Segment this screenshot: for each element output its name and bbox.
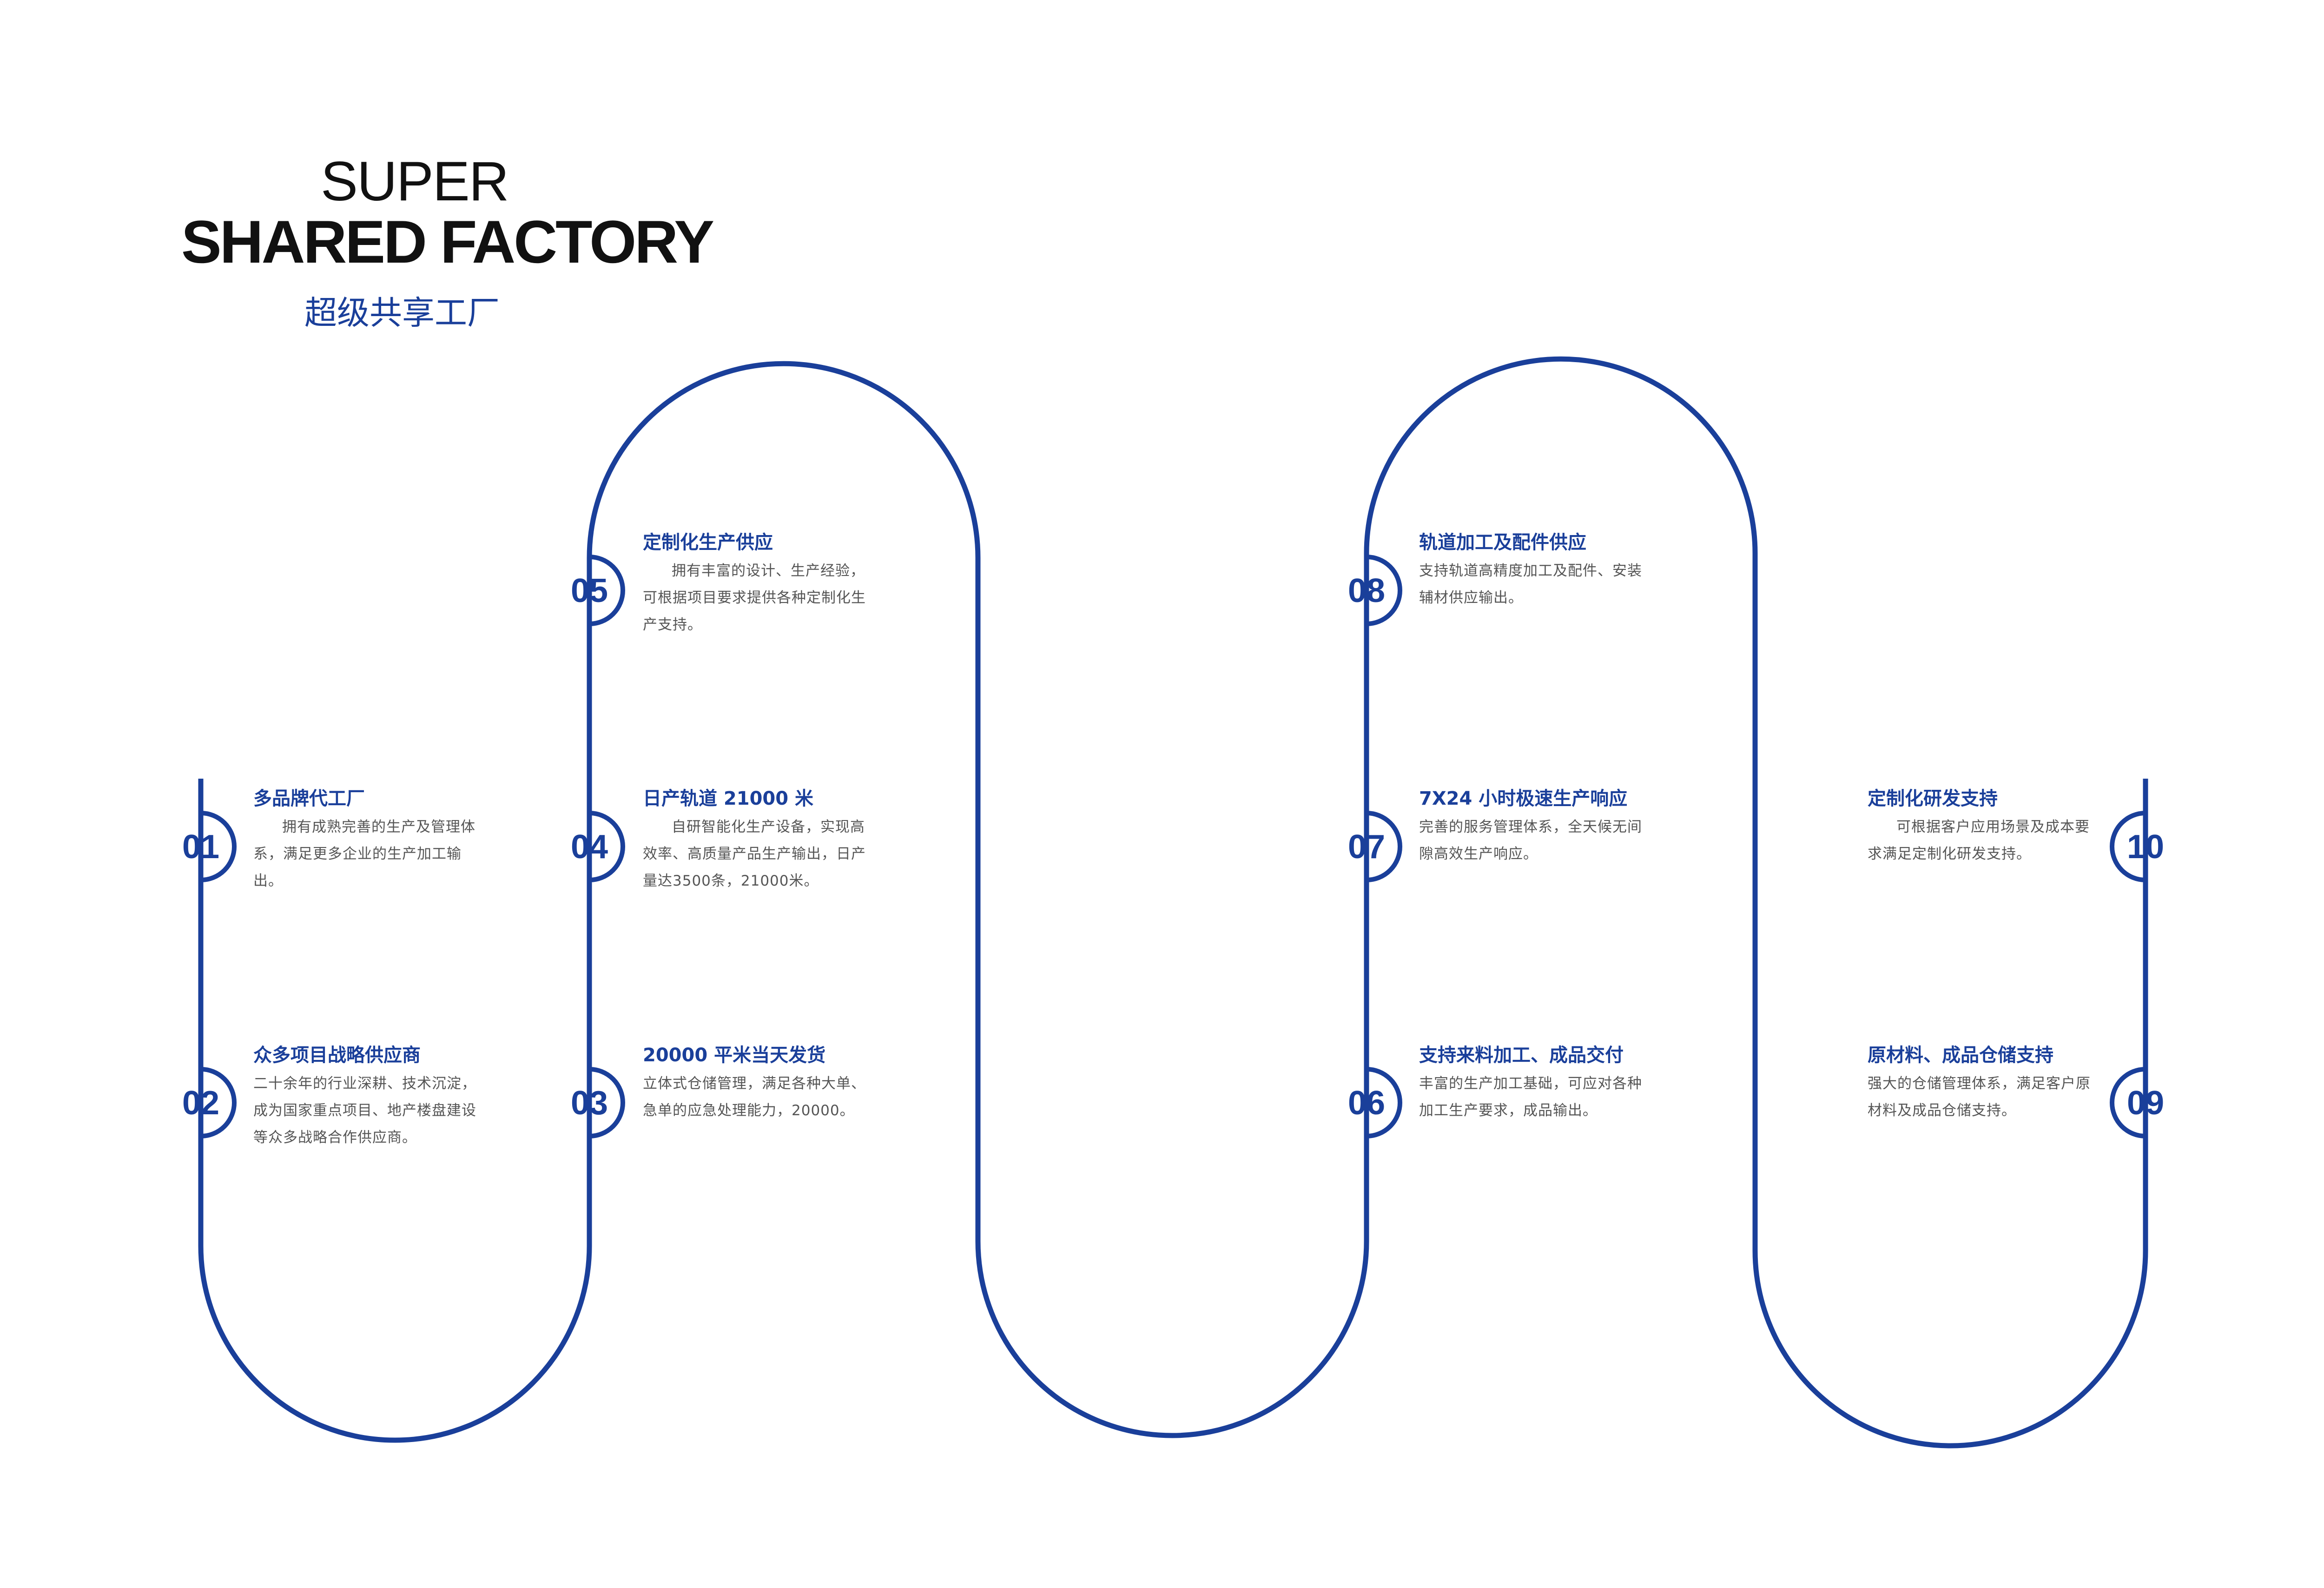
step-04-text: 日产轨道 21000 米 自研智能化生产设备，实现高效率、高质量产品生产输出，日…	[643, 785, 866, 894]
step-06-text: 支持来料加工、成品交付 丰富的生产加工基础，可应对各种加工生产要求，成品输出。	[1419, 1041, 1647, 1124]
step-02-marker: 02	[182, 1067, 237, 1138]
step-09-marker: 09	[2110, 1067, 2164, 1138]
step-05-text: 定制化生产供应 拥有丰富的设计、生产经验，可根据项目要求提供各种定制化生产支持。	[643, 529, 866, 638]
step-05-ring	[589, 555, 625, 626]
step-02-title: 众多项目战略供应商	[253, 1045, 421, 1066]
step-08-number: 08	[1348, 572, 1385, 609]
flow-path	[198, 356, 2148, 1449]
title-shared-factory: SHARED FACTORY	[181, 208, 714, 276]
step-07-text: 7X24 小时极速生产响应 完善的服务管理体系，全天候无间隙高效生产响应。	[1419, 785, 1647, 867]
step-02-text: 众多项目战略供应商 二十余年的行业深耕、技术沉淀， 成为国家重点项目、地产楼盘建…	[253, 1041, 499, 1151]
step-08-title: 轨道加工及配件供应	[1419, 532, 1586, 553]
step-07-title: 7X24 小时极速生产响应	[1419, 788, 1628, 809]
title-chinese: 超级共享工厂	[304, 294, 500, 332]
step-10-number: 10	[2127, 828, 2164, 866]
step-02-desc: 二十余年的行业深耕、技术沉淀， 成为国家重点项目、地产楼盘建设等众多战略合作供应…	[253, 1075, 499, 1146]
step-01-title: 多品牌代工厂	[253, 788, 365, 809]
step-09-title: 原材料、成品仓储支持	[1868, 1045, 2053, 1066]
step-07-desc: 完善的服务管理体系，全天候无间隙高效生产响应。	[1419, 819, 1642, 862]
step-03-title: 20000 平米当天发货	[643, 1045, 826, 1066]
step-01-number: 01	[182, 828, 219, 866]
step-10-ring	[2110, 811, 2146, 882]
step-08-marker: 08	[1348, 555, 1402, 626]
step-04-ring	[589, 811, 625, 882]
step-02-number: 02	[182, 1085, 219, 1122]
step-03-text: 20000 平米当天发货 立体式仓储管理，满足各种大单、急单的应急处理能力，20…	[643, 1041, 866, 1124]
step-10-text: 定制化研发支持 可根据客户应用场景及成本要求满足定制化研发支持。	[1868, 785, 2095, 867]
step-03-number: 03	[571, 1085, 608, 1122]
step-06-desc: 丰富的生产加工基础，可应对各种加工生产要求，成品输出。	[1419, 1075, 1642, 1119]
step-06-ring	[1366, 1067, 1402, 1138]
step-10-title: 定制化研发支持	[1868, 788, 1998, 809]
step-02-ring	[200, 1067, 237, 1138]
step-08-ring	[1366, 555, 1402, 626]
step-05-desc: 拥有丰富的设计、生产经验，可根据项目要求提供各种定制化生产支持。	[643, 562, 866, 633]
step-09-text: 原材料、成品仓储支持 强大的仓储管理体系，满足客户原材料及成品仓储支持。	[1868, 1041, 2095, 1124]
step-04-title: 日产轨道 21000 米	[643, 788, 814, 809]
step-01-marker: 01	[182, 811, 237, 882]
step-06-title: 支持来料加工、成品交付	[1419, 1045, 1624, 1066]
step-01-text: 多品牌代工厂 拥有成熟完善的生产及管理体系，满足更多企业的生产加工输出。	[253, 785, 476, 894]
step-05-title: 定制化生产供应	[643, 532, 773, 553]
step-09-number: 09	[2127, 1085, 2164, 1122]
step-03-marker: 03	[571, 1067, 625, 1138]
step-10-marker: 10	[2110, 811, 2164, 882]
step-01-desc: 拥有成熟完善的生产及管理体系，满足更多企业的生产加工输出。	[253, 819, 475, 889]
step-05-marker: 05	[571, 555, 625, 626]
step-01-ring	[200, 811, 237, 882]
step-07-ring	[1366, 811, 1402, 882]
step-04-marker: 04	[571, 811, 625, 882]
step-07-marker: 07	[1348, 811, 1402, 882]
step-06-marker: 06	[1348, 1067, 1402, 1138]
title-super: SUPER	[321, 150, 509, 212]
step-04-desc: 自研智能化生产设备，实现高效率、高质量产品生产输出，日产量达3500条，2100…	[643, 819, 866, 889]
step-07-number: 07	[1348, 828, 1385, 866]
step-03-desc: 立体式仓储管理，满足各种大单、急单的应急处理能力，20000。	[643, 1075, 866, 1119]
step-08-text: 轨道加工及配件供应 支持轨道高精度加工及配件、安装辅材供应输出。	[1419, 529, 1647, 611]
step-09-ring	[2110, 1067, 2146, 1138]
step-09-desc: 强大的仓储管理体系，满足客户原材料及成品仓储支持。	[1868, 1075, 2091, 1119]
step-03-ring	[589, 1067, 625, 1138]
step-10-desc: 可根据客户应用场景及成本要求满足定制化研发支持。	[1868, 819, 2090, 862]
step-05-number: 05	[571, 572, 608, 609]
step-04-number: 04	[571, 828, 608, 866]
step-06-number: 06	[1348, 1085, 1385, 1122]
step-08-desc: 支持轨道高精度加工及配件、安装辅材供应输出。	[1419, 562, 1642, 606]
